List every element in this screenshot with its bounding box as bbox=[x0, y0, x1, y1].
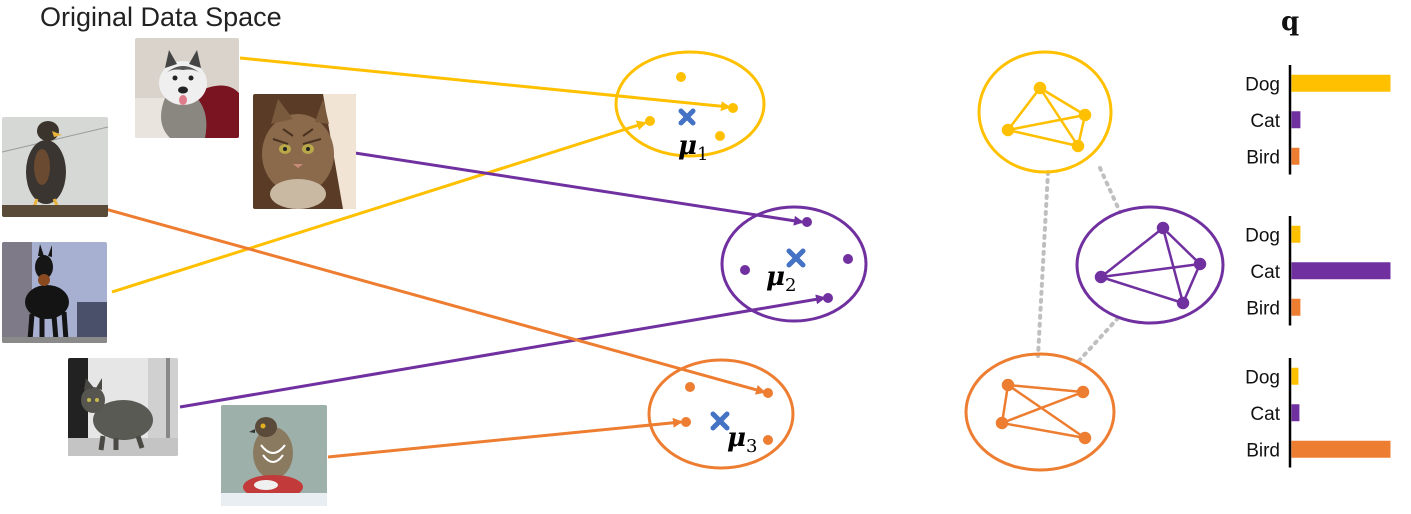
bar-label-dog: Dog bbox=[1245, 367, 1280, 388]
inter-cluster-link bbox=[1098, 166, 1122, 214]
husky-arrow bbox=[239, 56, 731, 112]
graph-node bbox=[1176, 296, 1190, 310]
bar-dog bbox=[1291, 367, 1299, 385]
q-label: q bbox=[1281, 7, 1299, 37]
bar-cat bbox=[1291, 111, 1301, 129]
graph-node bbox=[1193, 257, 1207, 271]
centroid-1-label: μ1 bbox=[678, 131, 708, 165]
centroid-3-cross bbox=[710, 411, 730, 431]
dog-cluster-ellipse bbox=[614, 50, 766, 158]
dog-graph-ellipse bbox=[977, 50, 1113, 174]
graph-node bbox=[1094, 270, 1108, 284]
centroid-2-label: μ2 bbox=[766, 262, 796, 296]
bar-dog bbox=[1291, 74, 1391, 92]
tabby-cat-photo bbox=[253, 94, 356, 209]
bar-dog bbox=[1291, 225, 1301, 243]
cluster-point bbox=[823, 293, 833, 303]
cluster-point bbox=[681, 417, 691, 427]
bar-bird bbox=[1291, 147, 1300, 165]
bar-label-cat: Cat bbox=[1250, 404, 1280, 425]
cat-graph-ellipse bbox=[1075, 205, 1225, 325]
cat-graph bbox=[1094, 221, 1207, 310]
graph-node bbox=[1033, 81, 1047, 95]
cluster-point bbox=[740, 265, 750, 275]
bar-label-bird: Bird bbox=[1246, 440, 1280, 461]
graph-node bbox=[1156, 221, 1170, 235]
doberman-photo bbox=[2, 242, 107, 343]
cluster-point bbox=[763, 388, 773, 398]
centroid-3-label: μ3 bbox=[727, 423, 757, 457]
cat-cluster-ellipse bbox=[720, 205, 868, 323]
bird-graph bbox=[995, 378, 1092, 445]
page-title: Original Data Space bbox=[40, 2, 282, 32]
cluster-point bbox=[802, 217, 812, 227]
doberman-arrow bbox=[111, 120, 647, 294]
graph-node bbox=[1076, 385, 1090, 399]
cluster-point bbox=[728, 103, 738, 113]
cluster-point bbox=[676, 72, 686, 82]
cluster-point bbox=[715, 131, 725, 141]
inter-cluster-link bbox=[1074, 316, 1120, 366]
graph-node bbox=[995, 416, 1009, 430]
centroid-1-cross bbox=[678, 108, 696, 126]
bar-label-dog: Dog bbox=[1245, 225, 1280, 246]
hawk-photo bbox=[2, 117, 108, 217]
centroid-2-cross bbox=[786, 248, 806, 268]
graph-node bbox=[1071, 139, 1085, 153]
cluster-point bbox=[843, 254, 853, 264]
sparrowhawk-arrow bbox=[327, 417, 683, 459]
bar-label-cat: Cat bbox=[1250, 111, 1280, 132]
bar-bird bbox=[1291, 298, 1301, 316]
bar-bird bbox=[1291, 440, 1391, 458]
inter-cluster-link bbox=[1036, 170, 1050, 358]
bar-label-bird: Bird bbox=[1246, 147, 1280, 168]
hawk-arrow bbox=[61, 195, 766, 395]
bar-label-dog: Dog bbox=[1245, 74, 1280, 95]
bird-graph-ellipse bbox=[964, 352, 1116, 472]
graph-node bbox=[1078, 108, 1092, 122]
bar-cat bbox=[1291, 262, 1391, 280]
cluster-point bbox=[685, 382, 695, 392]
graph-node bbox=[1001, 123, 1015, 137]
graph-node bbox=[1078, 431, 1092, 445]
cluster-point bbox=[645, 116, 655, 126]
graph-node bbox=[1001, 378, 1015, 392]
bird-cluster-ellipse bbox=[647, 358, 795, 470]
dog-graph bbox=[1001, 81, 1092, 153]
grey-cat-arrow bbox=[179, 294, 826, 409]
grey-cat-photo bbox=[68, 358, 178, 456]
husky-photo bbox=[135, 38, 239, 138]
sparrowhawk-photo bbox=[221, 405, 327, 506]
tabby-cat-arrow bbox=[354, 151, 804, 226]
cluster-point bbox=[763, 435, 773, 445]
bird-cluster-points bbox=[681, 382, 773, 445]
bar-cat bbox=[1291, 404, 1300, 422]
bar-label-cat: Cat bbox=[1250, 262, 1280, 283]
bar-label-bird: Bird bbox=[1246, 298, 1280, 319]
